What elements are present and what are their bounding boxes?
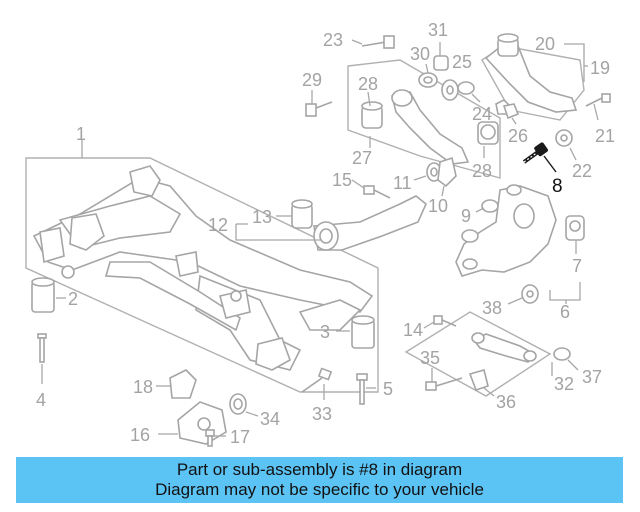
callout-14: 14: [403, 320, 423, 340]
mount-18-drawing: [169, 369, 197, 399]
callout-36: 36: [496, 392, 516, 412]
callout-10: 10: [428, 196, 448, 216]
callout-16: 16: [130, 425, 150, 445]
bushing-11-drawing: [426, 162, 442, 182]
banner-line-part-number: Part or sub-assembly is #8 in diagram: [176, 460, 463, 479]
callout-24: 24: [472, 104, 492, 124]
bushing-28b-drawing: [477, 121, 499, 145]
bolt-17-drawing: [205, 429, 215, 447]
washer-24-drawing: [457, 81, 475, 95]
callout-13: 13: [252, 207, 272, 227]
callout-28b: 28: [472, 161, 492, 181]
callout-30: 30: [410, 44, 430, 64]
callout-20: 20: [535, 34, 555, 54]
bolt-5-drawing: [356, 373, 368, 405]
callout-32: 32: [554, 374, 574, 394]
callout-23: 23: [323, 30, 343, 50]
upper-arm-drawing: [391, 89, 470, 165]
bushing-7-drawing: [565, 215, 585, 241]
bolt-35-drawing: [425, 377, 463, 391]
callout-27: 27: [352, 148, 372, 168]
washer-26-drawing: [502, 103, 520, 120]
washer-37-drawing: [553, 347, 571, 361]
callout-4: 4: [36, 390, 46, 410]
bolt-14-drawing: [433, 315, 457, 327]
callout-38: 38: [482, 298, 502, 318]
lower-link-drawing: [471, 332, 537, 363]
bushing-34-drawing: [229, 393, 247, 415]
lower-link-group-outline: [404, 311, 552, 397]
subframe-group-outline: [25, 157, 379, 393]
callout-37: 37: [582, 367, 602, 387]
bracket-36-drawing: [468, 369, 489, 392]
bolt-15-drawing: [363, 185, 391, 199]
upper-arm-group-outline: [347, 59, 501, 179]
nut-31-drawing: [433, 55, 449, 71]
callout-2: 2: [68, 289, 78, 309]
callout-22: 22: [572, 161, 592, 181]
bushing-2-drawing: [31, 277, 55, 313]
bushing-13-drawing: [291, 199, 313, 229]
callout-31: 31: [428, 20, 448, 40]
callout-17: 17: [230, 427, 250, 447]
callout-25: 25: [452, 52, 472, 72]
bolt-33-drawing: [301, 367, 333, 393]
washer-9-drawing: [481, 199, 499, 213]
bolt-4-drawing: [37, 333, 47, 363]
mount-16-drawing: [177, 401, 227, 445]
lateral-link-drawing: [313, 195, 427, 251]
callout-3: 3: [320, 322, 330, 342]
bolt-21-drawing: [585, 93, 611, 107]
bolt-23-drawing: [361, 35, 395, 49]
callout-5: 5: [383, 379, 393, 399]
bolt-8-highlighted-drawing: [522, 142, 548, 164]
subframe-drawing: [32, 165, 374, 371]
callout-15: 15: [332, 170, 352, 190]
bushing-25-drawing: [441, 79, 459, 101]
bushing-20-drawing: [497, 33, 519, 57]
callout-26: 26: [508, 126, 528, 146]
parts-diagram: 1 2 3 4 5 6 7 8 9 10 11 12 13 14 15 16 1…: [25, 20, 615, 447]
callout-21: 21: [595, 126, 615, 146]
callout-34: 34: [260, 409, 280, 429]
knuckle-drawing: [455, 184, 557, 277]
nut-22-drawing: [555, 129, 573, 147]
info-banner: Part or sub-assembly is #8 in diagram Di…: [16, 457, 623, 503]
callout-9: 9: [461, 206, 471, 226]
bushing-38-drawing: [521, 284, 539, 304]
bolt-29-drawing: [305, 101, 333, 117]
callout-12: 12: [208, 215, 228, 235]
callout-1: 1: [76, 124, 86, 144]
washer-30-drawing: [418, 72, 438, 88]
bushing-28a-drawing: [361, 101, 383, 129]
callout-28a: 28: [358, 74, 378, 94]
callout-33: 33: [312, 404, 332, 424]
callout-8-highlighted: 8: [552, 176, 563, 197]
callout-35: 35: [420, 348, 440, 368]
callout-29: 29: [302, 70, 322, 90]
callout-18: 18: [133, 377, 153, 397]
callout-6: 6: [560, 302, 570, 322]
callout-7: 7: [572, 256, 582, 276]
bushing-3-drawing: [351, 315, 375, 349]
callout-11: 11: [393, 173, 412, 193]
callout-19: 19: [590, 58, 610, 78]
bracket-10-drawing: [437, 156, 457, 188]
banner-line-disclaimer: Diagram may not be specific to your vehi…: [155, 480, 484, 499]
